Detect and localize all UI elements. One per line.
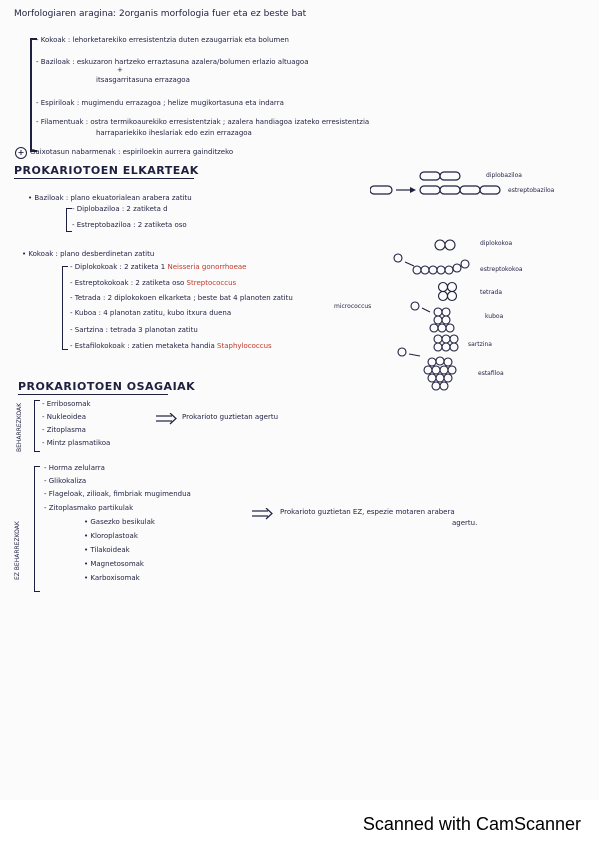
label-estafiloa: estafiloa bbox=[478, 370, 504, 377]
page-title: Morfologiaren araginaː 2organis morfolog… bbox=[14, 9, 307, 19]
b-nukleoidea: - Nukleoidea bbox=[42, 413, 86, 421]
e-flageloak: - Flageloak, zilioak, fimbriak mugimendu… bbox=[44, 490, 191, 498]
elk-estreptobaziloa: - Estreptobaziloa : 2 zatiketa oso bbox=[72, 221, 187, 229]
morph-kokoak: - Kokoak : lehorketarekiko erresistentzi… bbox=[36, 36, 289, 44]
k-diplokokoak-text: - Diplokokoak : 2 zatiketa 1 bbox=[70, 263, 166, 271]
b-zitoplasma: - Zitoplasma bbox=[42, 426, 86, 434]
label-kuboa: kuboa bbox=[485, 313, 504, 320]
k-kuboa: - Kuboa : 4 planotan zatitu, kubo itxura… bbox=[70, 309, 232, 317]
e-horma: - Horma zelularra bbox=[44, 464, 105, 472]
kokoak-bracket bbox=[62, 266, 68, 350]
label-estreptobaziloa: estreptobaziloa bbox=[508, 187, 555, 194]
k-estafilo-red: Staphylococcus bbox=[217, 342, 272, 350]
scanner-footer: Scanned with CamScanner bbox=[0, 800, 599, 848]
scanned-page: Morfologiaren araginaː 2organis morfolog… bbox=[14, 9, 555, 592]
ez-beharrezkoak-bracket bbox=[34, 466, 40, 592]
heading-osagaiak: PROKARIOTOEN OSAGAIAK bbox=[18, 380, 196, 393]
elk-baziloak: • Baziloak : plano ekuatorialean arabera… bbox=[28, 194, 192, 202]
e-note: Prokarioto guztietan EZ, espezie motaren… bbox=[280, 508, 455, 516]
label-estreptokokoa: estreptokokoa bbox=[480, 266, 523, 273]
e-tilakoideak: • Tilakoideak bbox=[84, 546, 130, 554]
e-gasezko: • Gasezko besikulak bbox=[84, 518, 155, 526]
e-glikokaliza: - Glikokaliza bbox=[44, 477, 87, 485]
b-erribosomak: - Erribosomak bbox=[42, 400, 91, 408]
double-arrow-icon bbox=[156, 413, 177, 425]
camscanner-watermark: Scanned with CamScanner bbox=[362, 814, 581, 834]
b-mintz: - Mintz plasmatikoa bbox=[42, 439, 111, 447]
k-estreptokokoak-red: Streptococcus bbox=[186, 279, 237, 287]
circled-plus-icon: + bbox=[15, 147, 27, 159]
label-diplokokoa: diplokokoa bbox=[480, 240, 513, 247]
elk-diplobaziloa: - Diplobaziloa : 2 zatiketa d bbox=[72, 205, 168, 213]
k-estreptokokoak-text: - Estreptokokoak : 2 zatiketa oso bbox=[70, 279, 185, 287]
morph-filamentuak: - Filamentuak : ostra termikoaurekiko er… bbox=[36, 118, 370, 126]
e-partikulak: - Zitoplasmako partikulak bbox=[44, 504, 134, 512]
b-note: Prokarioto guztietan agertu bbox=[182, 413, 279, 421]
elk-kokoak: • Kokoak : plano desberdinetan zatitu bbox=[22, 250, 155, 258]
morphology-bracket bbox=[30, 38, 37, 152]
k-estreptokokoak: - Estreptokokoak : 2 zatiketa oso Strept… bbox=[70, 279, 236, 287]
k-estafilokokoak: - Estafilokokoak : zatien metaketa handi… bbox=[70, 342, 272, 350]
k-estafilo-text: - Estafilokokoak : zatien metaketa handi… bbox=[70, 342, 215, 350]
morph-filamentuak-2: harrapariekiko iheslariak edo ezin erraz… bbox=[96, 129, 252, 137]
cocci-drawing bbox=[393, 239, 470, 391]
label-tetrada: tetrada bbox=[480, 289, 503, 296]
morph-baziloak-2: itsasgarritasuna errazagoa bbox=[96, 76, 190, 84]
heading-underline bbox=[14, 178, 194, 179]
morph-baziloak: - Baziloak : eskuzaron hartzeko erraztas… bbox=[36, 58, 309, 66]
k-tetrada-small: micrococcus bbox=[334, 303, 372, 310]
heading-elkarteak: PROKARIOTOEN ELKARTEAK bbox=[14, 164, 199, 177]
morph-extra-note: Gaixotasun nabarmenak : espiriloekin aur… bbox=[30, 148, 234, 156]
e-kloroplastoak: • Kloroplastoak bbox=[84, 532, 138, 540]
morph-espiriloak: - Espiriloak : mugimendu errazagoa ; hel… bbox=[36, 99, 284, 107]
side-label-beharrezkoak: BEHARREZKOAK bbox=[16, 402, 23, 452]
k-sartzina: - Sartzina : tetrada 3 planotan zatitu bbox=[70, 326, 198, 334]
beharrezkoak-bracket bbox=[34, 400, 40, 452]
k-diplokokoak: - Diplokokoak : 2 zatiketa 1 Neisseria g… bbox=[70, 263, 247, 271]
morph-plus: + bbox=[117, 66, 123, 74]
e-karboxisomak: • Karboxisomak bbox=[84, 574, 140, 582]
side-label-ez-beharrezkoak: EZ BEHARREZKOAK bbox=[14, 521, 21, 580]
heading-osagaiak-underline bbox=[18, 394, 168, 395]
label-diplobaziloa: diplobaziloa bbox=[486, 172, 522, 179]
e-magnetosomak: • Magnetosomak bbox=[84, 560, 144, 568]
label-sartzina: sartzina bbox=[468, 341, 492, 348]
baziloak-bracket bbox=[66, 208, 72, 232]
e-note-2: agertu. bbox=[452, 519, 478, 527]
bacillus-drawing bbox=[370, 171, 501, 195]
k-diplokokoak-red: Neisseria gonorrhoeae bbox=[167, 263, 247, 271]
k-tetrada: - Tetrada : 2 diplokokoen elkarketa ; be… bbox=[70, 294, 293, 302]
double-arrow-icon-2 bbox=[252, 508, 273, 520]
